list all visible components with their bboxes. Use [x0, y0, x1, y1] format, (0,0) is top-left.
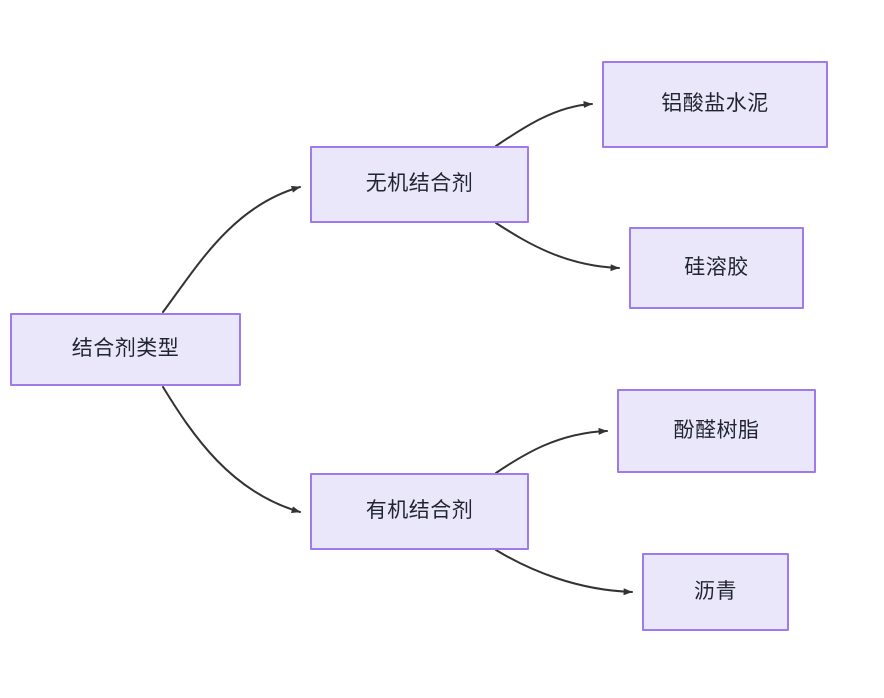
node-label: 有机结合剂: [365, 499, 474, 523]
edge-organic-to-phenolic: [495, 427, 608, 474]
edge-inorganic-to-silica-sol: [495, 222, 620, 272]
node-label: 酚醛树脂: [673, 418, 760, 442]
node-label: 无机结合剂: [365, 172, 474, 196]
node-asphalt[interactable]: 沥青: [642, 553, 789, 631]
edge-inorganic-to-aluminate: [495, 100, 593, 147]
node-organic-binder[interactable]: 有机结合剂: [310, 473, 529, 550]
node-phenolic-resin[interactable]: 酚醛树脂: [617, 389, 816, 473]
node-label: 结合剂类型: [71, 337, 180, 361]
node-inorganic-binder[interactable]: 无机结合剂: [310, 146, 529, 223]
node-binder-type[interactable]: 结合剂类型: [10, 313, 241, 386]
node-aluminate-cement[interactable]: 铝酸盐水泥: [602, 61, 828, 148]
edge-root-to-organic: [162, 386, 301, 514]
node-label: 沥青: [694, 579, 737, 603]
node-label: 硅溶胶: [684, 255, 749, 279]
edge-root-to-inorganic: [162, 185, 301, 313]
node-silica-sol[interactable]: 硅溶胶: [629, 227, 804, 309]
edge-organic-to-asphalt: [495, 549, 633, 596]
node-label: 铝酸盐水泥: [661, 92, 769, 116]
